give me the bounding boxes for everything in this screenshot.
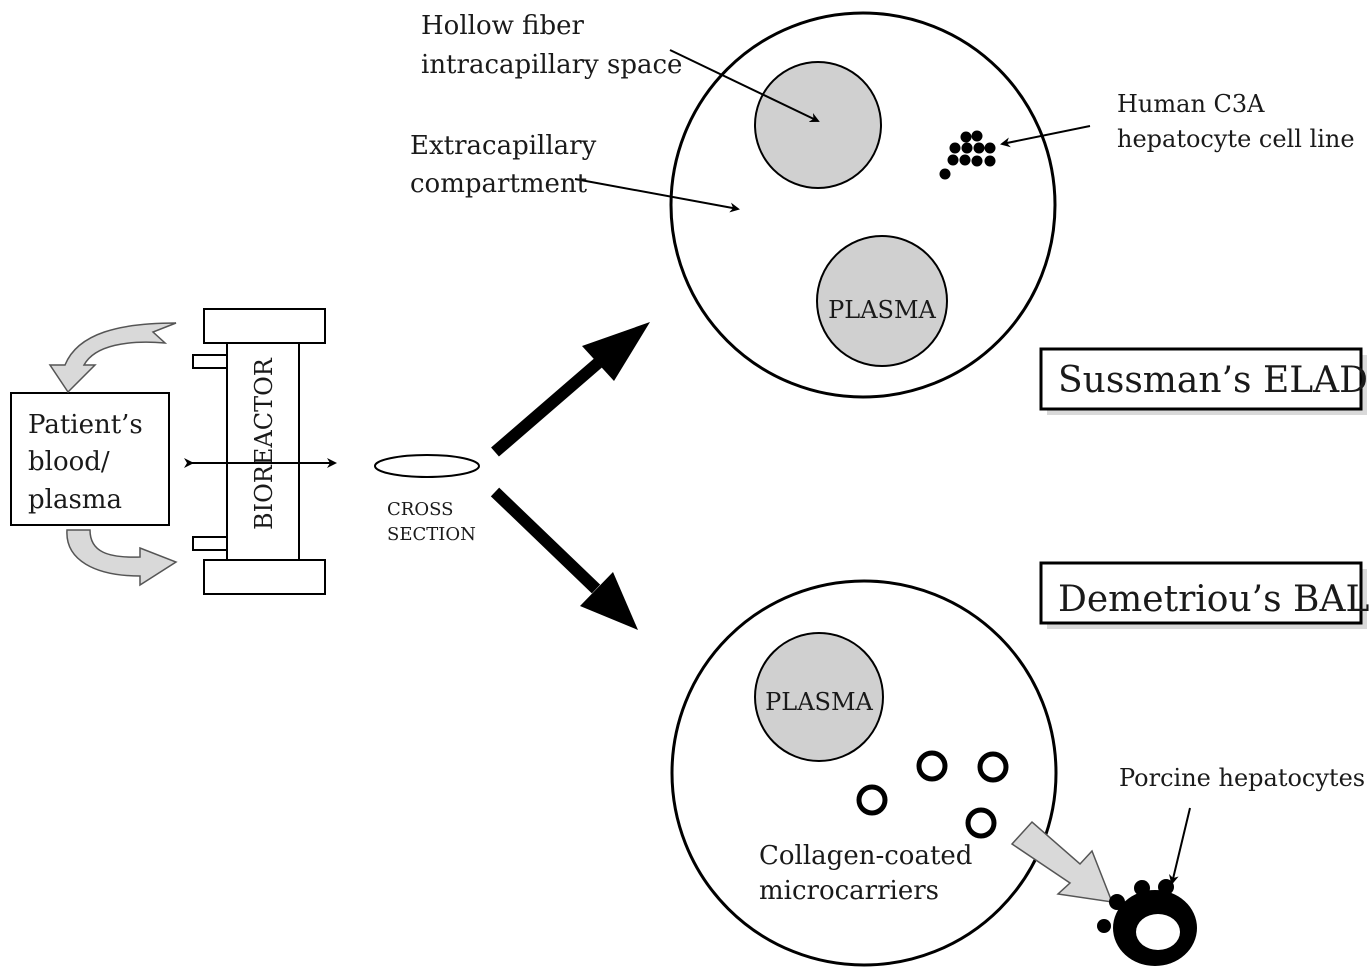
human-c3a-pointer	[1000, 125, 1091, 148]
cross-section-label-line1: CROSS	[387, 499, 453, 520]
plasma-label-top: PLASMA	[828, 296, 936, 324]
bal-title-box	[1039, 561, 1363, 625]
flow-arrow-out	[66, 529, 178, 587]
bal-title: Demetriou’s BAL	[1058, 579, 1369, 620]
extracapillary-pointer	[574, 178, 740, 213]
bioreactor-port-bottom	[192, 536, 228, 551]
cross-section-label-line2: SECTION	[387, 524, 476, 545]
extracapillary-label-line2: compartment	[410, 169, 588, 199]
bioreactor-body	[226, 342, 300, 561]
hollow-fiber-circle	[754, 61, 882, 189]
elad-title: Sussman’s ELAD	[1058, 360, 1368, 401]
extracapillary-label-line1: Extracapillary	[410, 131, 597, 161]
bioreactor-label: BIOREACTOR	[250, 357, 278, 530]
thick-arrow-up-shaft	[491, 358, 602, 457]
porcine-pointer	[1169, 807, 1191, 885]
thick-arrow-up-head	[582, 322, 650, 381]
flow-arrow-in	[48, 322, 177, 394]
porcine-label: Porcine hepatocytes	[1119, 764, 1365, 792]
hollow-fiber-label-line2: intracapillary space	[421, 50, 682, 80]
collagen-label-line2: microcarriers	[759, 876, 939, 906]
thick-arrow-down-head	[580, 572, 638, 630]
porcine-hepatocyte-carrier	[1097, 879, 1197, 966]
bioreactor-bottom-cap	[203, 559, 326, 595]
hollow-fiber-pointer	[669, 49, 820, 123]
plasma-circle-bottom	[754, 632, 884, 762]
patient-box	[10, 392, 170, 526]
elad-title-box	[1039, 347, 1363, 411]
human-c3a-label-line1: Human C3A	[1117, 90, 1265, 118]
patient-label-line3: plasma	[28, 485, 122, 515]
microcarriers	[856, 750, 1009, 839]
plasma-label-bottom: PLASMA	[765, 688, 873, 716]
thick-arrow-down-shaft	[490, 487, 601, 594]
magnify-arrow	[1010, 820, 1114, 903]
bioreactor-top-cap	[203, 308, 326, 344]
patient-label-line2: blood/	[28, 447, 110, 477]
bioreactor-port-top	[192, 354, 228, 369]
plasma-circle-top	[816, 235, 948, 367]
hollow-fiber-label-line1: Hollow fiber	[421, 11, 585, 41]
patient-label-line1: Patient’s	[28, 410, 143, 440]
cross-section-ellipse	[374, 454, 480, 478]
hepatocyte-cluster	[939, 130, 996, 180]
human-c3a-label-line2: hepatocyte cell line	[1117, 125, 1355, 153]
collagen-label-line1: Collagen-coated	[759, 841, 972, 871]
